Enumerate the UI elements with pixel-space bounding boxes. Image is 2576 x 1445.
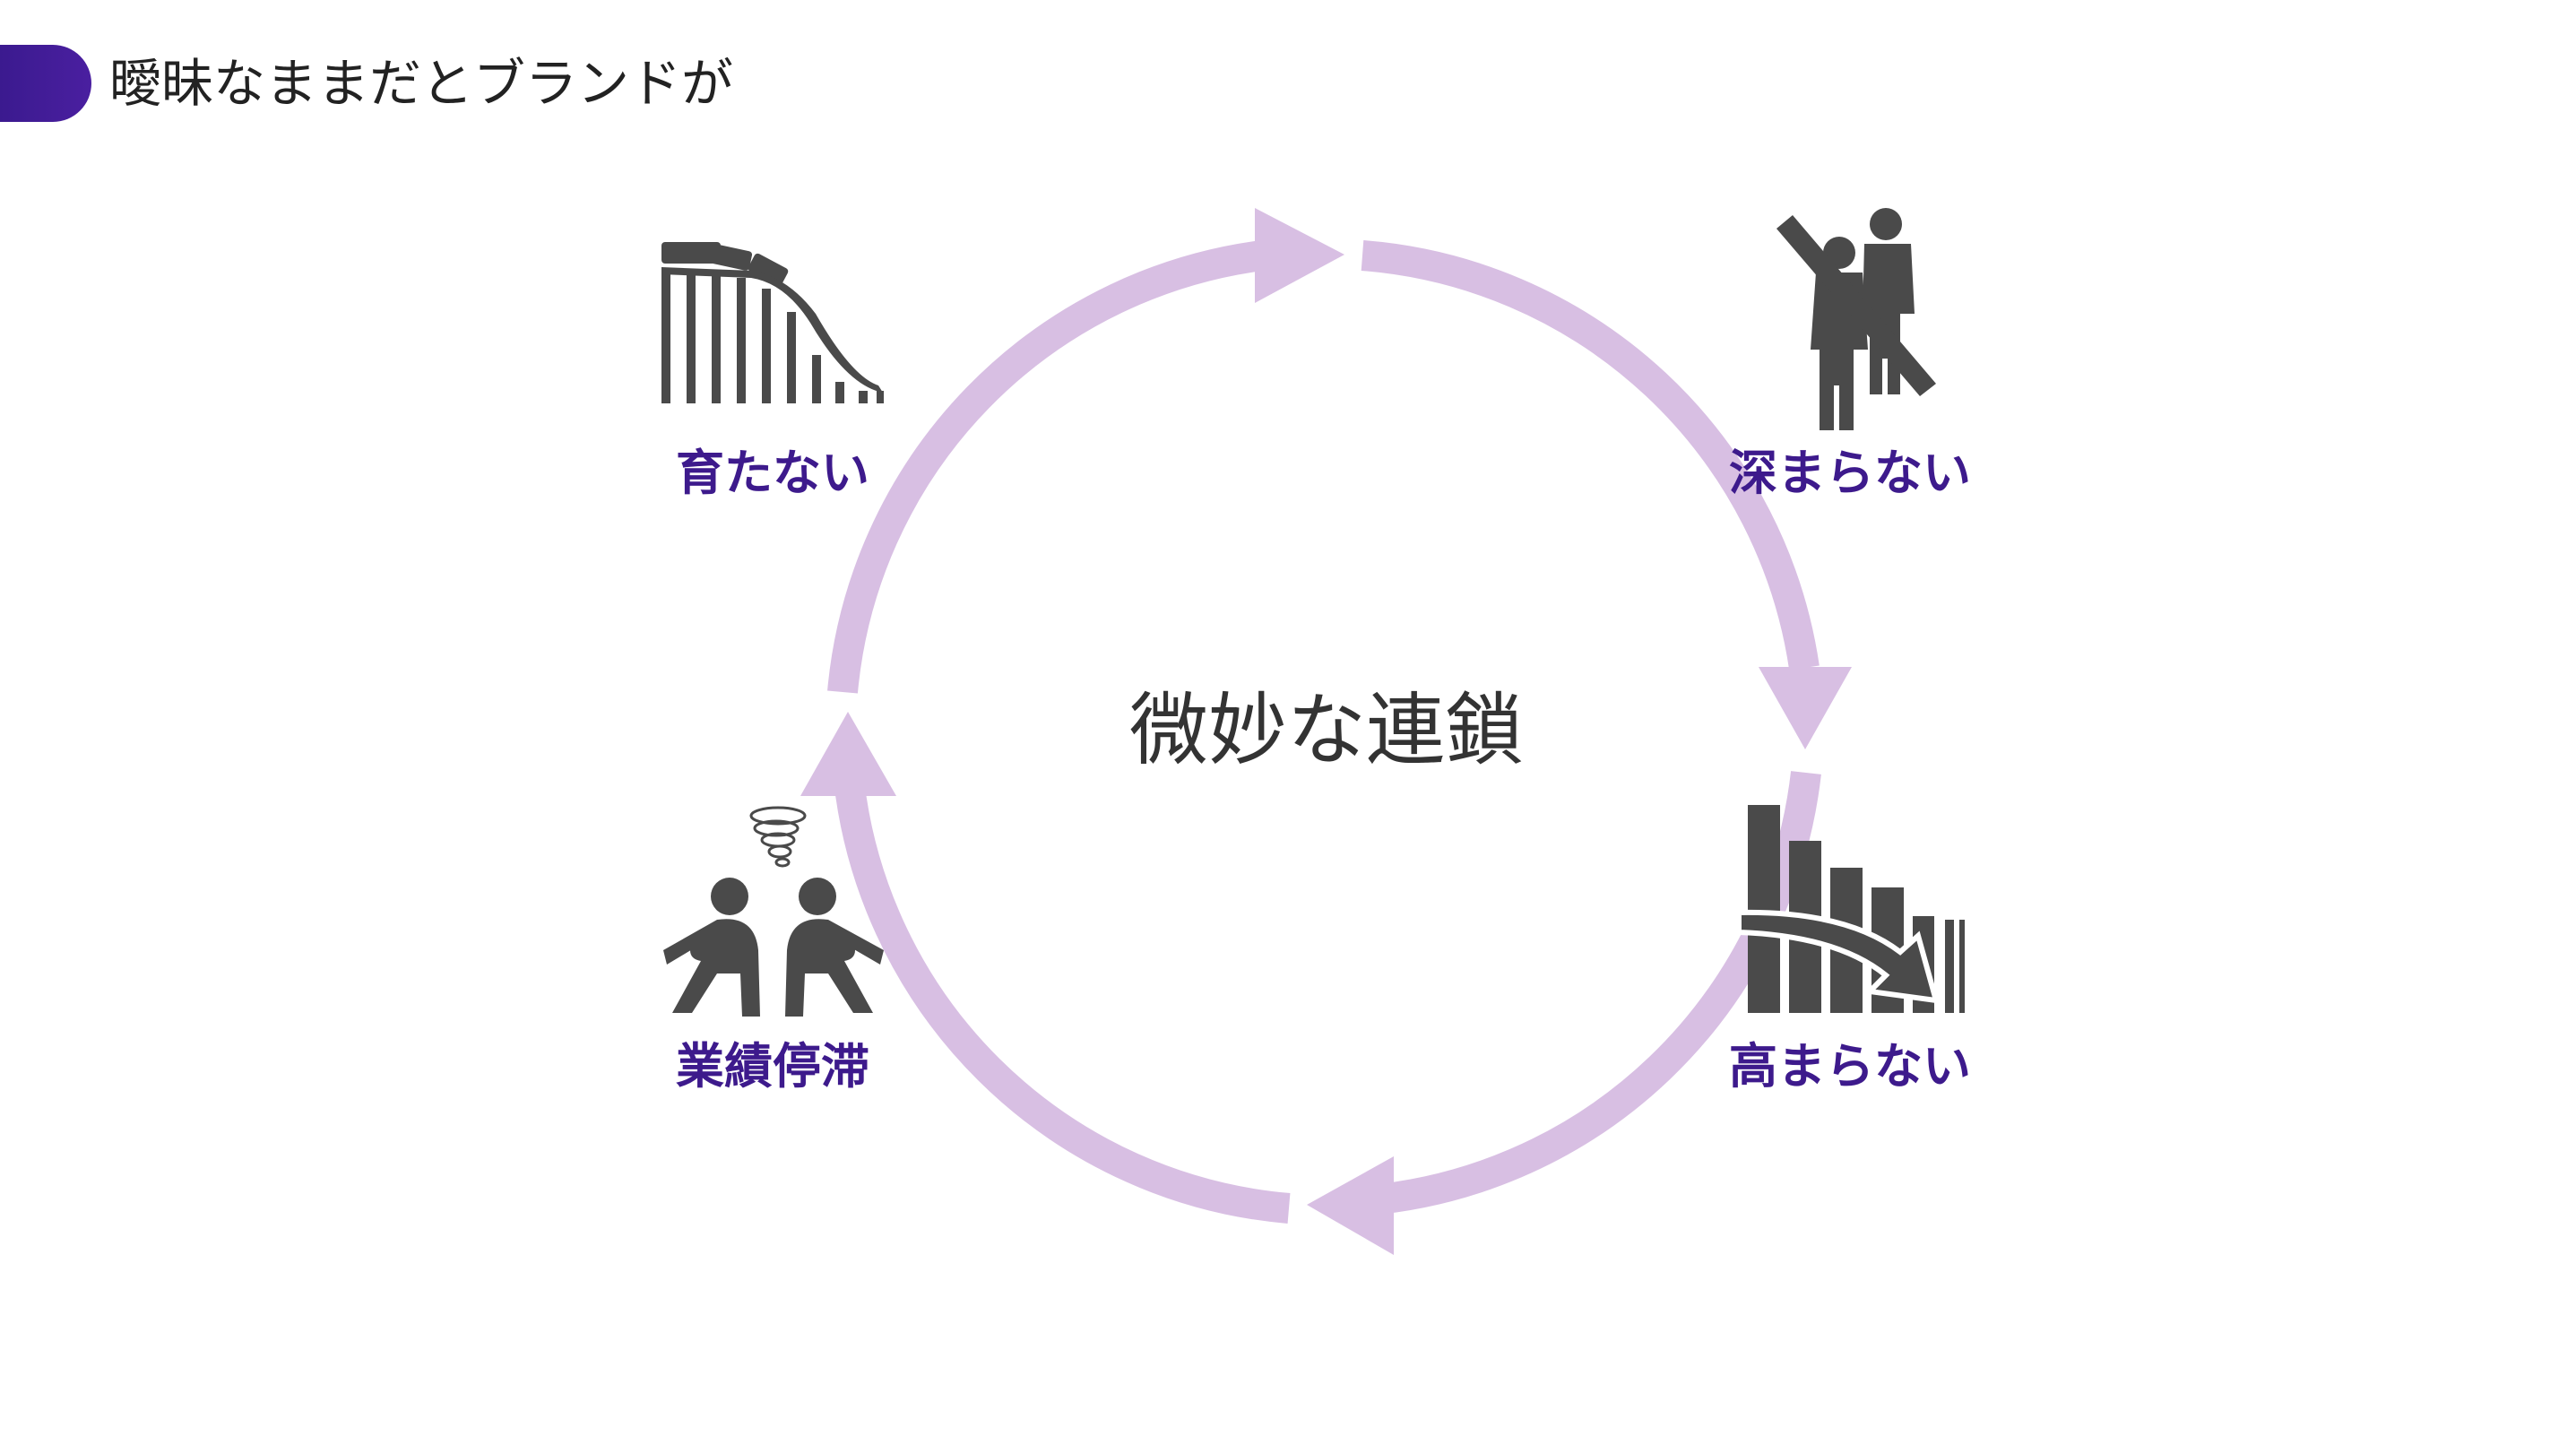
node-label-stall: 業績停滞 (676, 1038, 869, 1095)
arc-top-right (1361, 240, 1820, 671)
node-label-high: 高まらない (1729, 1038, 1971, 1095)
sitting-people-icon (663, 806, 884, 1017)
roller-coaster-icon (661, 242, 884, 403)
header-accent-pill (0, 45, 91, 122)
center-label: 微妙な連鎖 (1129, 684, 1525, 776)
cycle-ring (827, 239, 1821, 1224)
arc-right-bottom (1356, 771, 1821, 1216)
node-label-grow: 育たない (676, 445, 869, 501)
arrow-head-top (1255, 208, 1344, 303)
node-label-deep: 深まらない (1729, 445, 1971, 501)
swirl-icon (749, 806, 807, 868)
arrow-head-right (1759, 667, 1852, 749)
arc-left-top (827, 239, 1271, 694)
arc-bottom-left (833, 769, 1291, 1224)
no-people-icon (1776, 208, 1936, 430)
page-title: 曖昧なままだとブランドが (109, 53, 734, 114)
declining-bar-chart-icon (1736, 805, 1965, 1013)
arrow-head-left (800, 712, 896, 796)
arrow-head-bottom (1307, 1156, 1394, 1255)
